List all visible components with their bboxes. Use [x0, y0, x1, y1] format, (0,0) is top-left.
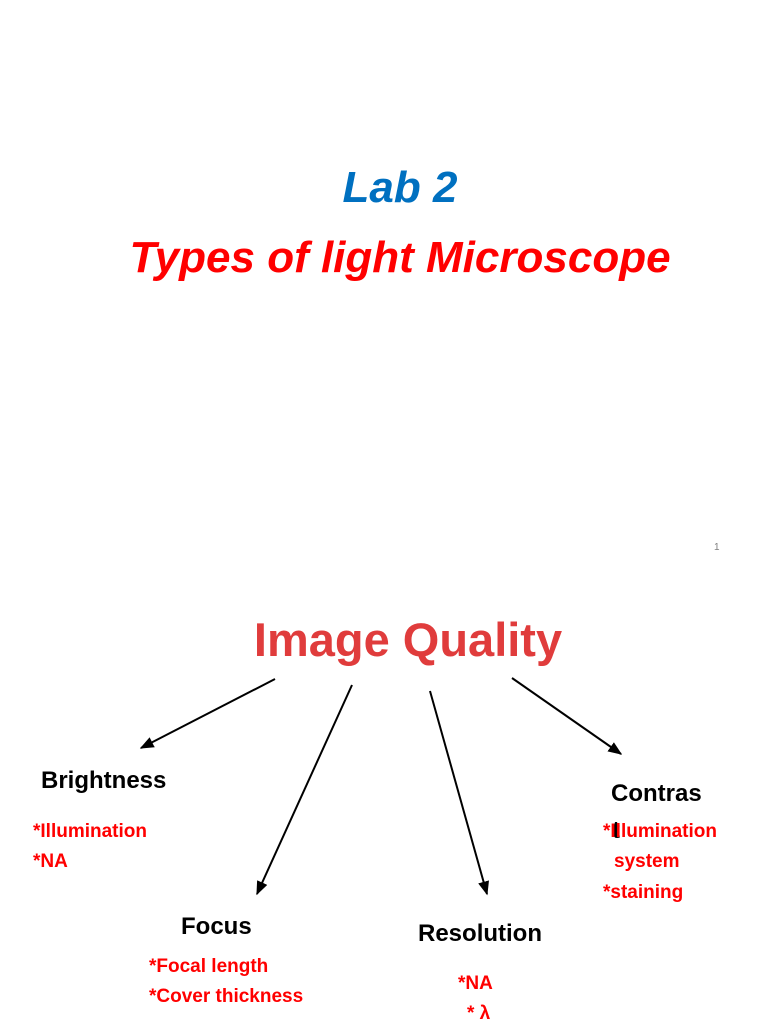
arrow-resolution [429, 690, 489, 896]
contrast-heading: Contras [611, 780, 702, 807]
lab-title: Lab 2 [342, 163, 458, 212]
brightness-item: *NA [33, 851, 68, 872]
focus-item: *Cover thickness [149, 986, 304, 1007]
arrow-contrast [511, 677, 623, 755]
contrast-heading-wrap: t [612, 817, 620, 844]
focus-heading: Focus [181, 913, 252, 940]
focus-item: *Focal length [149, 956, 269, 977]
contrast-item: *staining [603, 882, 684, 903]
image-quality-title: Image Quality [253, 613, 563, 666]
arrow-focus [256, 684, 353, 896]
brightness-heading: Brightness [41, 767, 167, 794]
arrow-brightness [139, 678, 276, 749]
main-title: Types of light Microscope [129, 233, 671, 282]
resolution-item: * λ [467, 1003, 491, 1024]
brightness-item: *Illumination [33, 821, 147, 842]
contrast-item: system [614, 851, 680, 872]
resolution-heading: Resolution [418, 920, 542, 947]
contrast-item: *Illumination [603, 821, 717, 842]
resolution-item: *NA [458, 973, 493, 994]
page-number: 1 [714, 542, 720, 553]
